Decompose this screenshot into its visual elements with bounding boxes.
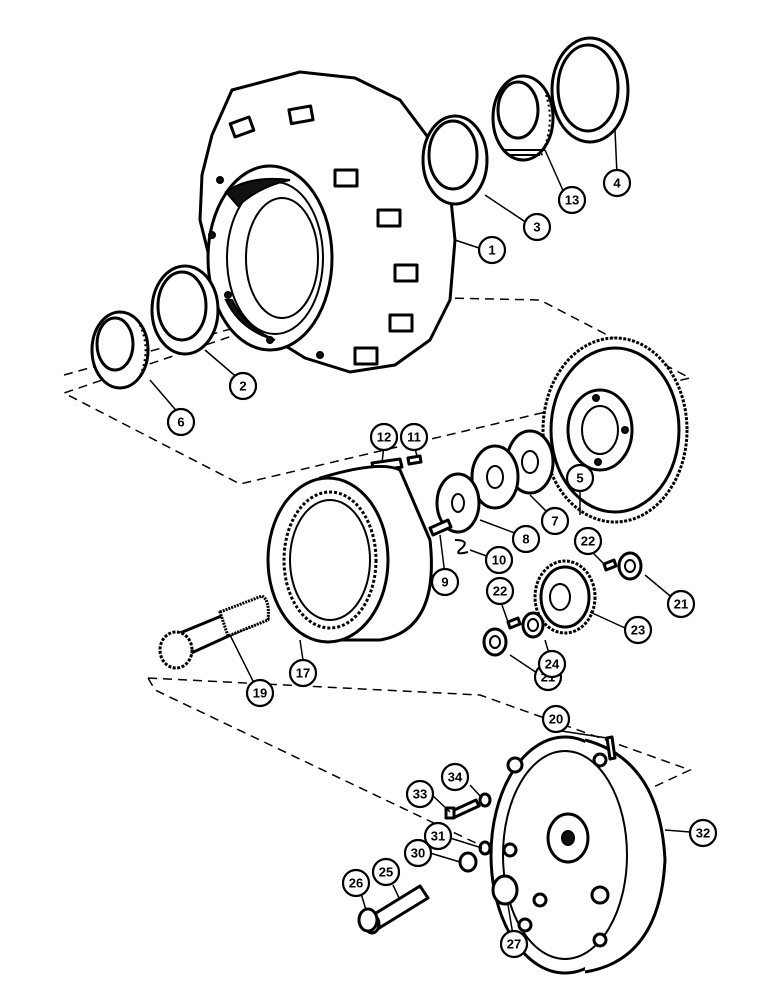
svg-text:31: 31 [431, 829, 445, 844]
callout-5: 5 [565, 463, 595, 493]
svg-text:9: 9 [441, 575, 448, 590]
callout-25: 25 [371, 857, 401, 887]
cover-bolt [444, 798, 481, 820]
svg-text:33: 33 [413, 787, 427, 802]
planet-pin-lower [506, 616, 522, 630]
thrust-washer-planet-left [482, 627, 508, 657]
svg-text:22: 22 [493, 584, 507, 599]
roll-pin [605, 735, 617, 761]
lock-plate-bolt [406, 454, 423, 466]
callout-7: 7 [540, 506, 570, 536]
planet-pin-upper [602, 558, 618, 572]
bearing-cup-upper [421, 114, 489, 206]
svg-text:4: 4 [613, 176, 621, 191]
callout-2: 2 [228, 371, 258, 401]
snap-ring [357, 907, 379, 933]
svg-text:32: 32 [696, 826, 710, 841]
callout-27: 27 [499, 929, 529, 959]
svg-text:20: 20 [549, 712, 563, 727]
callout-24: 24 [537, 649, 567, 679]
callout-21-right: 21 [666, 589, 696, 619]
callout-22-upper: 22 [573, 526, 603, 556]
callout-20: 20 [541, 704, 571, 734]
svg-text:26: 26 [349, 876, 363, 891]
svg-text:12: 12 [377, 430, 391, 445]
expansion-cap [491, 874, 519, 906]
wheel-hub-housing [198, 70, 457, 374]
svg-text:1: 1 [488, 243, 495, 258]
callout-3: 3 [522, 212, 552, 242]
sun-gear-shaft [158, 594, 270, 670]
callout-11: 11 [399, 422, 429, 452]
svg-text:3: 3 [533, 220, 540, 235]
callout-13: 13 [557, 185, 587, 215]
svg-text:24: 24 [545, 657, 560, 672]
callout-19: 19 [245, 678, 275, 708]
callout-12: 12 [369, 422, 399, 452]
svg-text:11: 11 [407, 430, 421, 445]
retainer-plate [435, 472, 481, 534]
callout-26: 26 [341, 868, 371, 898]
hub-seal [550, 36, 630, 144]
callout-10: 10 [484, 545, 514, 575]
bearing-cup-lower [150, 264, 220, 356]
lock-wire [454, 539, 469, 555]
callout-17: 17 [288, 658, 318, 688]
callout-32: 32 [688, 818, 718, 848]
planet-carrier-cover [489, 735, 667, 975]
callout-6: 6 [166, 407, 196, 437]
drain-plug [458, 851, 478, 873]
planet-washer-24 [521, 611, 545, 639]
callout-22-lower: 22 [485, 576, 515, 606]
planet-gear [533, 559, 597, 635]
callout-8: 8 [511, 524, 541, 554]
callout-23: 23 [623, 615, 653, 645]
svg-text:13: 13 [565, 193, 579, 208]
callout-1: 1 [477, 235, 507, 265]
tapered-roller-bearing-lower [90, 310, 150, 390]
svg-text:6: 6 [177, 415, 184, 430]
svg-text:21: 21 [674, 597, 688, 612]
svg-text:34: 34 [448, 770, 463, 785]
callout-31: 31 [423, 821, 453, 851]
svg-text:30: 30 [411, 846, 425, 861]
callout-33: 33 [405, 779, 435, 809]
callout-4: 4 [602, 168, 632, 198]
retainer-bolt [428, 518, 453, 537]
bolt-washer [478, 792, 492, 808]
callout-30: 30 [403, 838, 433, 868]
svg-text:2: 2 [239, 379, 246, 394]
svg-text:23: 23 [631, 623, 645, 638]
svg-text:17: 17 [296, 666, 310, 681]
svg-text:25: 25 [379, 865, 393, 880]
callout-9: 9 [430, 567, 460, 597]
tapered-roller-bearing-upper [491, 74, 555, 162]
svg-text:8: 8 [522, 532, 529, 547]
svg-text:10: 10 [492, 553, 506, 568]
svg-text:7: 7 [551, 514, 558, 529]
callout-34: 34 [440, 762, 470, 792]
svg-text:22: 22 [581, 534, 595, 549]
ring-gear [266, 464, 433, 644]
carrier-gear [541, 336, 689, 524]
svg-text:27: 27 [507, 937, 521, 952]
svg-text:19: 19 [253, 686, 267, 701]
thrust-washer-planet-right [617, 551, 643, 581]
svg-text:5: 5 [576, 471, 583, 486]
thrust-washers [470, 429, 555, 510]
